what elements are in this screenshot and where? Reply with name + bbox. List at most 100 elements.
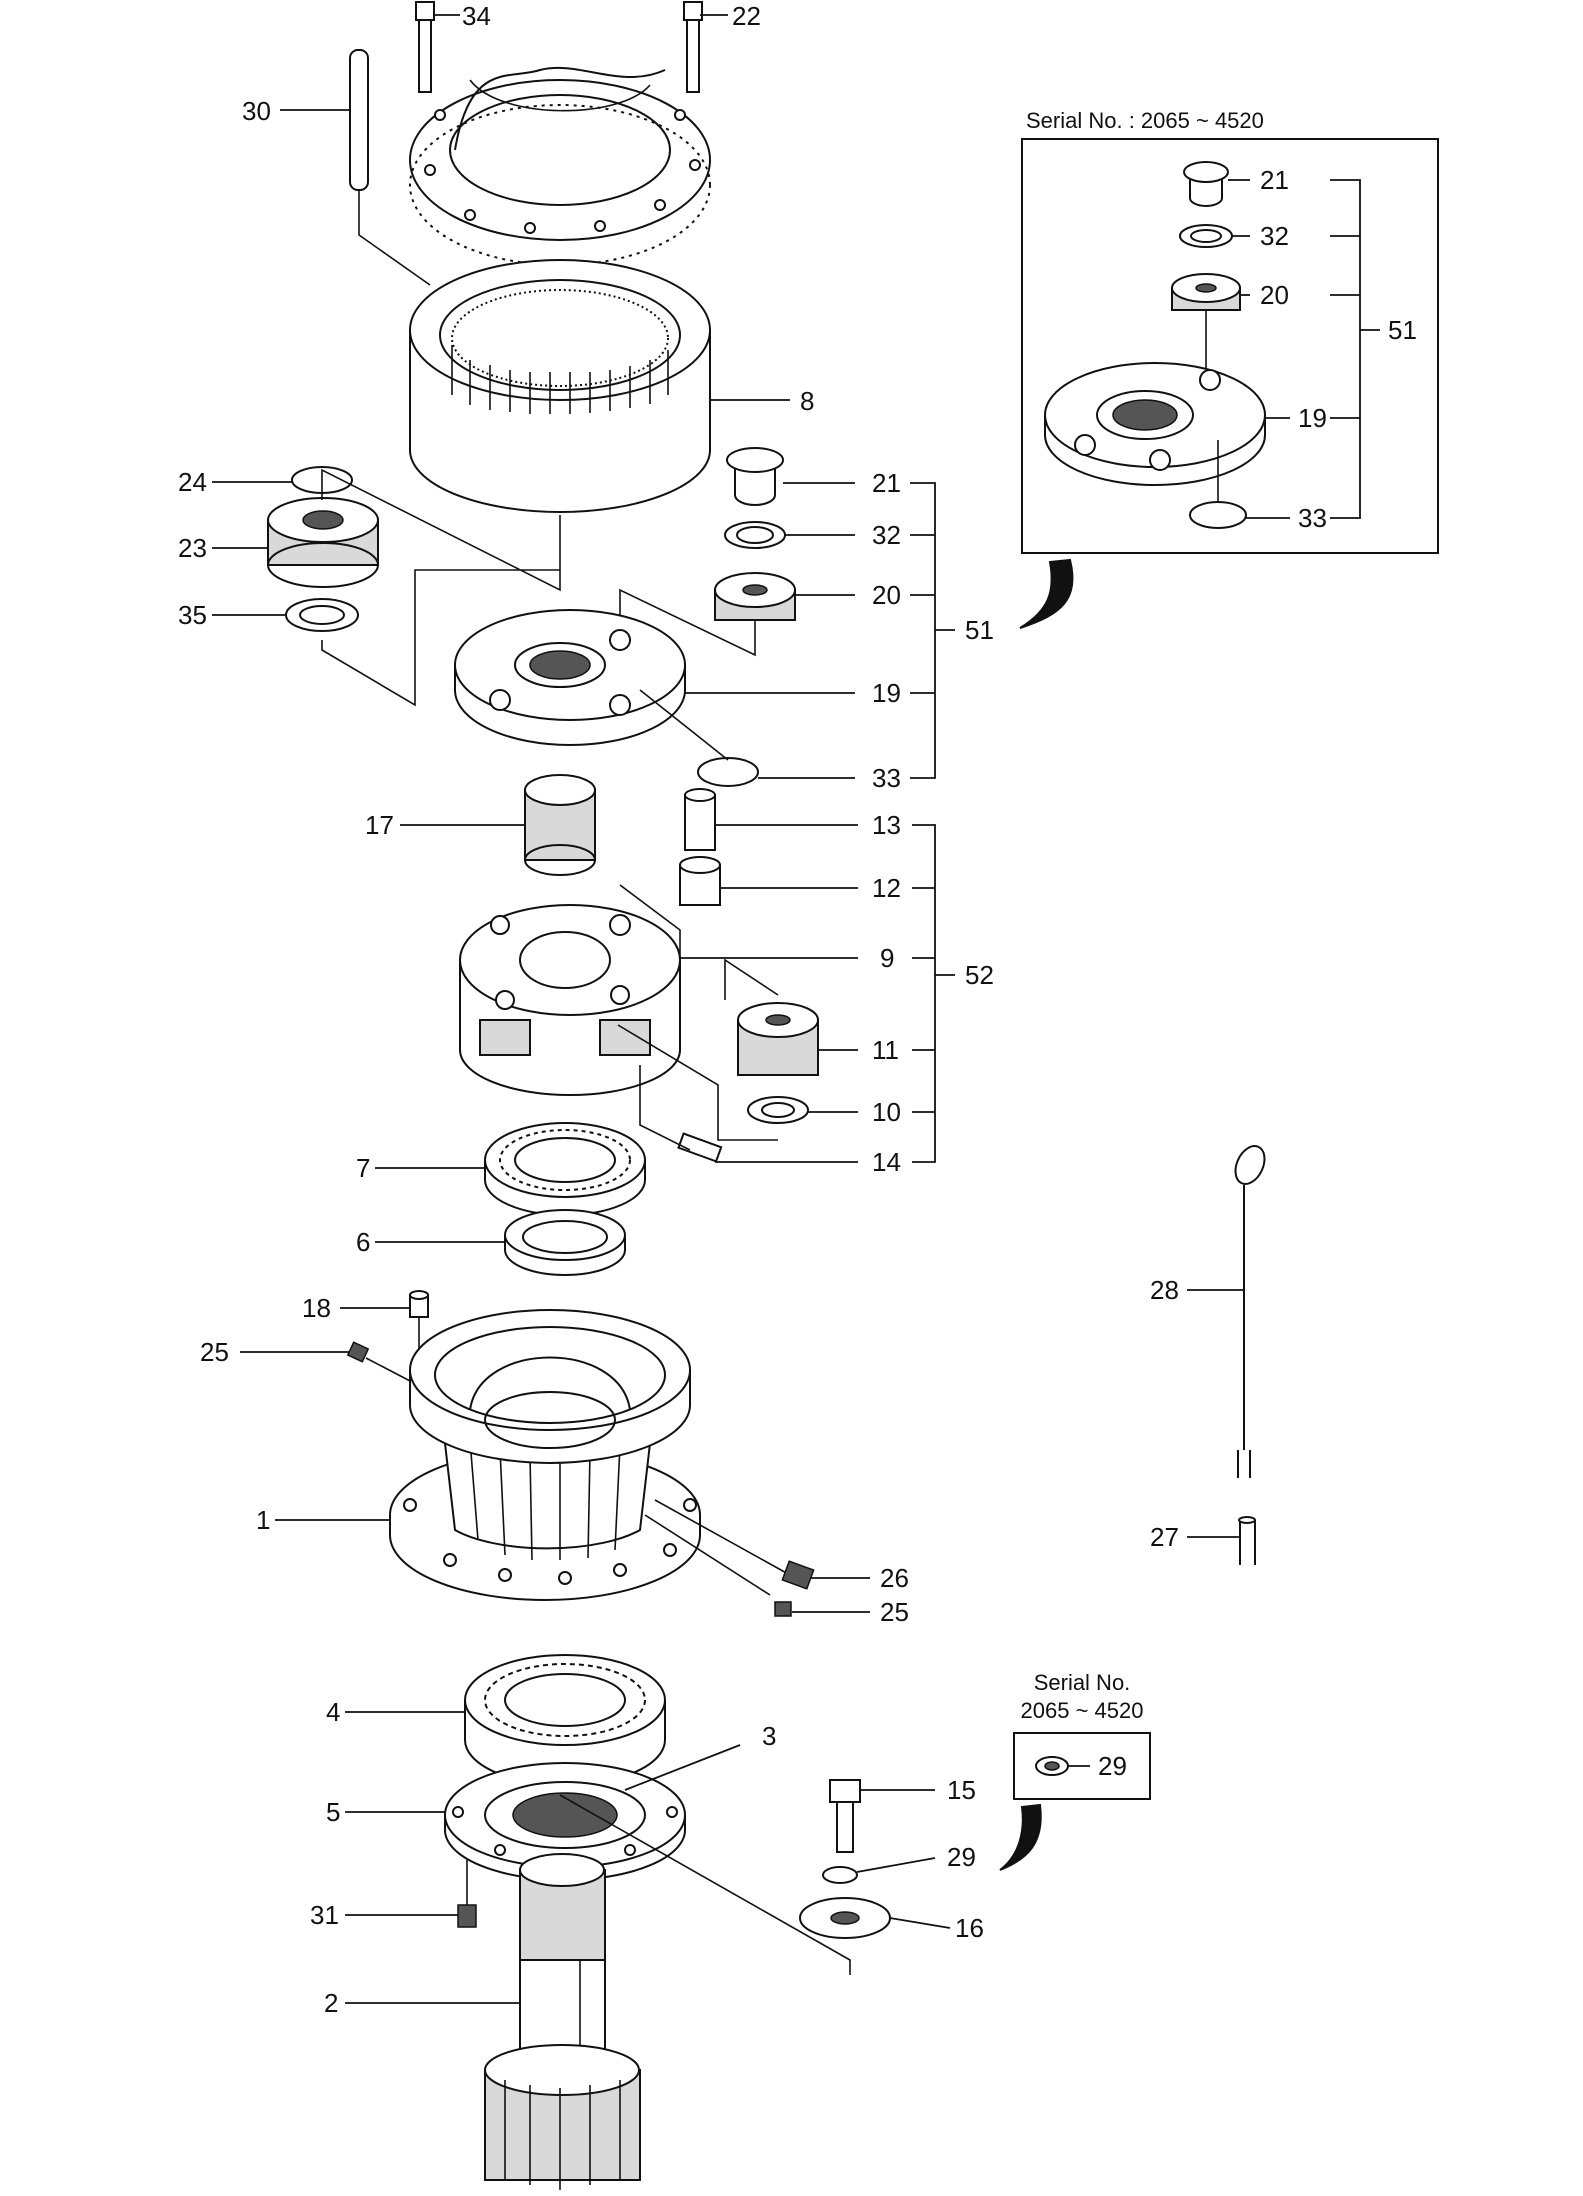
label-34: 34 <box>462 1 491 31</box>
inset-label-21: 21 <box>1260 165 1289 195</box>
inset-top-serial <box>1021 138 1439 554</box>
carrier-9 <box>459 904 681 1096</box>
leader-lines <box>212 14 1380 2004</box>
inset-top-serial-text: Serial No. : 2065 ~ 4520 <box>1026 108 1264 133</box>
label-7: 7 <box>356 1153 370 1183</box>
label-11: 11 <box>872 1035 899 1065</box>
inset-washer-29 <box>1035 1756 1069 1776</box>
label-23: 23 <box>178 533 207 563</box>
bearing-4 <box>464 1654 666 1786</box>
inset-label-51: 51 <box>1388 315 1417 345</box>
thrust-washer-10 <box>747 1096 809 1124</box>
label-21: 21 <box>872 468 901 498</box>
assembly-line-3 <box>559 1794 851 1975</box>
dipstick-28 <box>1234 1145 1266 1478</box>
inset-label-20: 20 <box>1260 280 1289 310</box>
label-35: 35 <box>178 600 207 630</box>
inset-bottom-serial-line2: 2065 ~ 4520 <box>1021 1698 1144 1723</box>
label-52: 52 <box>965 960 994 990</box>
label-30: 30 <box>242 96 271 126</box>
bolt-34 <box>415 1 435 93</box>
sun-gear-17 <box>524 774 596 876</box>
plug-21 <box>726 447 784 506</box>
inset-label-32: 32 <box>1260 221 1289 251</box>
spring-pin-14 <box>677 1132 723 1163</box>
label-17: 17 <box>365 810 394 840</box>
cover-flange <box>409 66 711 266</box>
inset-carrier-19 <box>1044 362 1266 486</box>
label-29: 29 <box>947 1842 976 1872</box>
label-28: 28 <box>1150 1275 1179 1305</box>
bearing-7 <box>484 1122 646 1216</box>
label-14: 14 <box>872 1147 901 1177</box>
label-16: 16 <box>955 1913 984 1943</box>
label-2: 2 <box>324 1988 338 2018</box>
label-22: 22 <box>732 1 761 31</box>
label-3: 3 <box>762 1721 776 1751</box>
label-13: 13 <box>872 810 901 840</box>
plug-25-bottom <box>774 1601 792 1617</box>
inset-label-19: 19 <box>1298 403 1327 433</box>
plug-26 <box>781 1560 815 1590</box>
inset-bottom-serial-line1: Serial No. <box>1034 1670 1131 1695</box>
cover-5 <box>444 1762 686 1881</box>
inset-label-33: 33 <box>1298 503 1327 533</box>
planet-gear-20 <box>714 572 796 621</box>
label-8: 8 <box>800 386 814 416</box>
ring-gear-8 <box>409 259 711 513</box>
bolt-15 <box>829 1779 861 1853</box>
planet-gear-11 <box>737 1002 819 1076</box>
washer-32 <box>724 521 786 549</box>
inset-bottom-text: Serial No. 2065 ~ 4520 29 <box>1021 1670 1144 1781</box>
oil-seal-6 <box>504 1209 626 1276</box>
label-19: 19 <box>872 678 901 708</box>
assembly-line-14 <box>639 1065 691 1151</box>
label-32: 32 <box>872 520 901 550</box>
label-24: 24 <box>178 467 207 497</box>
assembly-line-26 <box>644 1499 791 1596</box>
lock-washer-29 <box>822 1866 858 1884</box>
label-15: 15 <box>947 1775 976 1805</box>
bushing-12 <box>679 856 721 906</box>
inset-bottom-serial <box>1013 1732 1151 1800</box>
plate-16 <box>799 1897 891 1939</box>
inset-snap-ring-33 <box>1189 501 1247 529</box>
label-25-top: 25 <box>200 1337 229 1367</box>
label-1: 1 <box>256 1505 270 1535</box>
inset-bottom-pointer <box>999 1803 1042 1871</box>
bolt-22 <box>683 1 703 93</box>
label-26: 26 <box>880 1563 909 1593</box>
label-4: 4 <box>326 1697 340 1727</box>
label-5: 5 <box>326 1797 340 1827</box>
assembly-line-23 <box>321 468 561 707</box>
label-10: 10 <box>872 1097 901 1127</box>
assembly-line-11 <box>617 958 779 1141</box>
label-31: 31 <box>310 1900 339 1930</box>
pinion-shaft-2 <box>484 1853 641 2190</box>
part-labels: 34 22 30 8 24 23 35 21 32 20 19 33 51 17… <box>178 1 1179 2018</box>
bolt-31 <box>457 1860 477 1928</box>
planet-gear-23 <box>267 497 379 588</box>
inset-planet-gear-20 <box>1171 273 1241 311</box>
tube-27 <box>1238 1516 1256 1565</box>
inset-top-text: Serial No. : 2065 ~ 4520 21 32 20 19 33 … <box>1026 108 1417 533</box>
plug-25-top <box>346 1341 413 1383</box>
label-33: 33 <box>872 763 901 793</box>
inset-plug-21 <box>1183 161 1229 207</box>
label-51: 51 <box>965 615 994 645</box>
housing-1 <box>389 1309 701 1601</box>
label-18: 18 <box>302 1293 331 1323</box>
inset-washer-32 <box>1179 224 1233 248</box>
carrier-19 <box>454 609 686 746</box>
thrust-washer-35 <box>285 598 359 632</box>
label-12: 12 <box>872 873 901 903</box>
inset-label-29: 29 <box>1098 1751 1127 1781</box>
assembly-line-33 <box>639 689 729 761</box>
pin-13 <box>684 788 716 851</box>
label-6: 6 <box>356 1227 370 1257</box>
snap-ring-33 <box>697 757 759 787</box>
label-27: 27 <box>1150 1522 1179 1552</box>
pin-30 <box>349 49 431 286</box>
label-9: 9 <box>880 943 894 973</box>
